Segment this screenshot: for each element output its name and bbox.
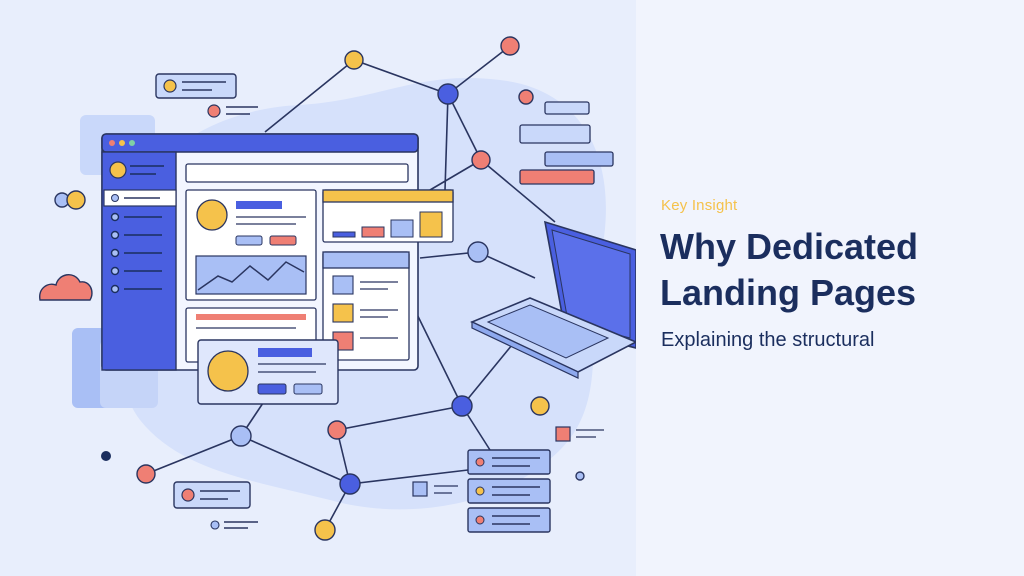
legend-marker	[412, 426, 604, 497]
text-panel: Key Insight Why Dedicated Landing Pages …	[636, 0, 1024, 576]
network-illustration	[39, 36, 636, 541]
network-node-icon	[54, 36, 585, 541]
chat-bubble-icon	[155, 73, 258, 118]
chat-bubble-icon	[173, 481, 258, 530]
bar-chart-card	[322, 189, 454, 243]
line-chart-icon	[197, 261, 305, 291]
chat-bubble-icon	[519, 101, 614, 185]
list-card	[322, 251, 410, 361]
slide-title: Why Dedicated Landing Pages	[660, 226, 919, 313]
profile-card	[197, 339, 339, 405]
laptop-icon	[470, 220, 636, 379]
slide-subtitle: Explaining the structural	[661, 329, 875, 351]
decorative-dot	[101, 451, 111, 461]
illustration-area	[39, 36, 636, 541]
cloud-icon	[39, 274, 93, 301]
eyebrow-label: Key Insight	[661, 197, 738, 214]
server-stack-icon	[467, 449, 551, 533]
